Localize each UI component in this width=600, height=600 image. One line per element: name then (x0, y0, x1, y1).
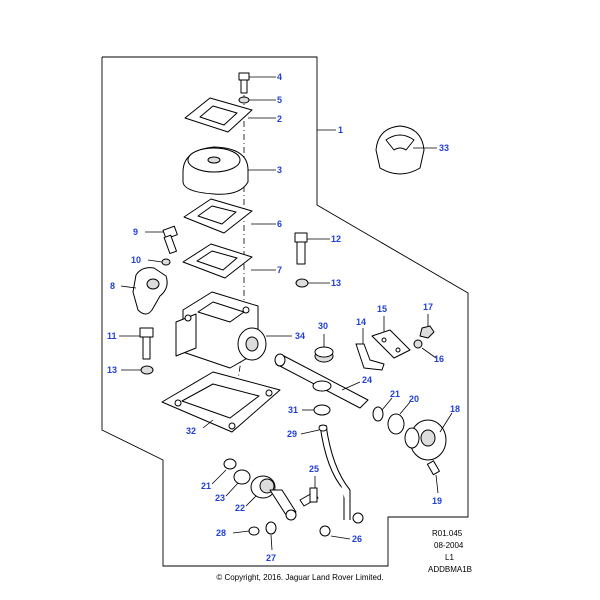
washer-part-27 (265, 521, 277, 535)
callout-3: 3 (277, 165, 282, 175)
bolt-part-11 (139, 327, 154, 360)
ring-part-20 (387, 413, 405, 435)
callout-27: 27 (266, 553, 276, 563)
screw-part-19 (426, 460, 440, 476)
bracket-part-8 (132, 267, 168, 315)
washer-part-16 (413, 339, 423, 349)
callout-15: 15 (377, 304, 387, 314)
callout-17: 17 (423, 302, 433, 312)
callout-4: 4 (277, 72, 282, 82)
callout-2: 2 (277, 114, 282, 124)
callout-13-lower: 13 (107, 365, 117, 375)
gasket-part-32 (161, 371, 281, 433)
callout-7: 7 (277, 265, 282, 275)
ring-part-23 (233, 469, 251, 485)
callout-8: 8 (110, 281, 115, 291)
callout-14: 14 (356, 317, 366, 327)
nut-part-10 (161, 258, 171, 266)
callout-9: 9 (133, 227, 138, 237)
circlip-part-21-upper (372, 406, 384, 422)
leader-lines (119, 76, 453, 551)
callout-labels: 4 5 2 1 3 6 7 12 13 9 10 8 11 13 34 33 3… (107, 72, 460, 563)
knob-part-33 (375, 125, 425, 175)
gearshift-housing-part-34 (175, 291, 267, 369)
washer-part-13-upper (295, 278, 309, 288)
bush-part-30 (312, 346, 334, 392)
callout-24: 24 (362, 375, 372, 385)
callout-11: 11 (107, 331, 117, 341)
nut-part-17 (419, 325, 435, 339)
callout-6: 6 (277, 219, 282, 229)
gasket-part-7 (182, 243, 253, 279)
reference-code: R01.045 (432, 529, 463, 538)
clip-part-28 (248, 526, 260, 536)
callout-34: 34 (295, 331, 305, 341)
callout-22: 22 (235, 503, 245, 513)
circlip-part-21-lower (223, 458, 237, 470)
callout-16: 16 (434, 354, 444, 364)
bush-part-26 (319, 512, 364, 537)
lever-part-22 (250, 475, 297, 521)
reference-id: ADDBMA1B (428, 565, 472, 574)
callout-5: 5 (277, 95, 282, 105)
callout-19: 19 (432, 496, 442, 506)
callout-23: 23 (215, 493, 225, 503)
callout-18: 18 (450, 404, 460, 414)
bolt-part-4 (238, 72, 250, 94)
gasket-part-6 (183, 198, 253, 234)
callout-21-upper: 21 (390, 389, 400, 399)
callout-31: 31 (288, 405, 298, 415)
copyright-notice: © Copyright, 2016. Jaguar Land Rover Lim… (216, 573, 384, 582)
reference-level: L1 (445, 553, 454, 562)
callout-13-upper: 13 (331, 278, 341, 288)
callout-21-lower: 21 (201, 481, 211, 491)
callout-26: 26 (352, 534, 362, 544)
callout-12: 12 (331, 234, 341, 244)
washer-part-5 (238, 96, 250, 104)
cover-part-3 (182, 146, 249, 195)
callout-20: 20 (409, 394, 419, 404)
callout-1: 1 (338, 125, 343, 135)
flange-part-18 (404, 419, 447, 461)
pin-part-25 (299, 487, 319, 507)
callout-32: 32 (186, 426, 196, 436)
bolt-part-12 (294, 232, 308, 265)
plate-part-2 (184, 97, 253, 133)
callout-25: 25 (309, 464, 319, 474)
clip-part-14 (355, 343, 385, 371)
reference-date: 08-2004 (434, 541, 464, 550)
washer-part-13-lower (140, 365, 154, 375)
bracket-part-15 (371, 329, 411, 359)
callout-30: 30 (318, 321, 328, 331)
reference-block: R01.045 08-2004 L1 ADDBMA1B (428, 529, 472, 574)
circlip-part-31 (313, 404, 331, 416)
assembly-boundary (101, 56, 469, 567)
callout-33: 33 (439, 143, 449, 153)
callout-10: 10 (131, 255, 141, 265)
callout-28: 28 (216, 528, 226, 538)
rod-part-29 (318, 424, 351, 520)
callout-29: 29 (287, 429, 297, 439)
bolt-part-9 (162, 225, 178, 255)
